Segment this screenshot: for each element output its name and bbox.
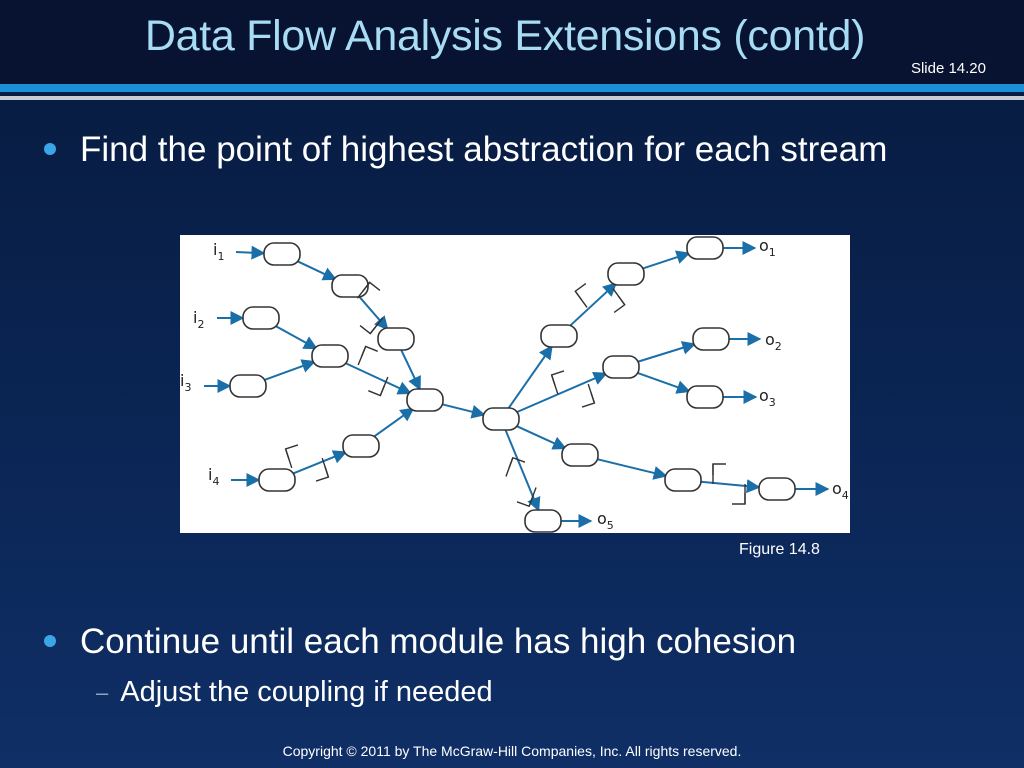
bullet-dot-icon	[44, 634, 56, 647]
flow-arrow-13	[441, 403, 486, 419]
flow-arrow-18	[515, 371, 608, 414]
flow-arrow-1	[235, 245, 266, 260]
flow-arrows	[204, 241, 830, 528]
output-label-2: o2	[765, 330, 782, 353]
flow-arrow-3	[357, 295, 389, 331]
slide-number: Slide 14.20	[910, 60, 986, 77]
process-node-e	[311, 344, 349, 368]
flow-arrow-9	[263, 359, 316, 382]
bracket-4	[574, 283, 626, 313]
process-node-s	[692, 327, 730, 351]
copyright-footer: Copyright © 2011 by The McGraw-Hill Comp…	[282, 743, 742, 759]
sub-bullet-1-text: Adjust the coupling if needed	[120, 676, 493, 708]
flow-arrow-6	[273, 324, 318, 350]
process-node-f	[229, 374, 267, 398]
flow-arrow-23	[515, 424, 567, 450]
flow-arrow-15	[568, 282, 618, 328]
bullet-1: Find the point of highest abstraction fo…	[44, 130, 887, 170]
title-divider-grey	[0, 96, 1024, 100]
bracket-5	[550, 370, 596, 408]
process-node-m	[482, 407, 520, 431]
dash-icon: –	[96, 680, 109, 706]
flow-arrow-12	[372, 407, 415, 439]
input-label-3: i3	[180, 371, 191, 394]
flow-arrow-21	[636, 371, 691, 394]
process-node-a	[263, 242, 301, 266]
flow-arrow-14	[507, 344, 553, 410]
process-node-g	[406, 388, 444, 412]
flow-arrow-24	[596, 458, 668, 480]
flow-arrow-25	[700, 479, 761, 494]
title-divider-blue	[0, 84, 1024, 92]
bracket-1	[356, 281, 384, 335]
figure-14-8: i1 i2 i3 i4 o1 o2 o3 o4 o5	[180, 235, 850, 533]
bullet-2-text: Continue until each module has high cohe…	[80, 622, 797, 661]
process-node-r	[602, 355, 640, 379]
process-node-v	[664, 468, 702, 492]
bracket-3	[284, 444, 330, 482]
bullet-2: Continue until each module has high cohe…	[44, 622, 796, 662]
process-node-w	[758, 477, 796, 501]
process-node-b	[331, 274, 369, 298]
data-flow-diagram: i1 i2 i3 i4 o1 o2 o3 o4 o5	[180, 236, 849, 533]
output-label-1: o1	[759, 236, 776, 259]
input-label-4: i4	[208, 465, 219, 488]
flow-arrow-11	[291, 450, 348, 475]
flow-arrow-2	[295, 259, 338, 281]
process-node-h	[342, 434, 380, 458]
input-label-1: i1	[213, 240, 224, 263]
process-node-c	[377, 327, 415, 351]
process-node-n	[607, 262, 645, 286]
output-label-5: o5	[597, 509, 614, 532]
flow-arrow-16	[641, 250, 691, 270]
flow-arrow-19	[636, 341, 697, 363]
output-label-4: o4	[832, 479, 849, 502]
flow-arrow-4	[400, 349, 421, 391]
bullet-1-text: Find the point of highest abstraction fo…	[80, 130, 888, 169]
figure-caption: Figure 14.8	[739, 541, 820, 558]
process-node-x	[524, 509, 562, 533]
bullet-dot-icon	[44, 142, 56, 155]
bracket-2	[357, 345, 389, 397]
process-node-d	[242, 306, 280, 330]
process-node-t	[686, 385, 724, 409]
sub-bullet-1: –Adjust the coupling if needed	[96, 676, 493, 709]
process-node-p	[686, 236, 724, 260]
bracket-6	[712, 463, 746, 505]
process-nodes	[229, 236, 796, 533]
flow-arrow-27	[504, 429, 541, 512]
process-node-q	[540, 324, 578, 348]
process-node-u	[561, 443, 599, 467]
slide-title: Data Flow Analysis Extensions (contd)	[144, 12, 866, 60]
flow-arrow-7	[343, 361, 412, 395]
input-label-2: i2	[193, 308, 204, 331]
process-node-k	[258, 468, 296, 492]
title-bar	[0, 0, 1024, 84]
output-label-3: o3	[759, 386, 776, 409]
bracket-7	[505, 456, 537, 508]
abstraction-brackets	[284, 281, 746, 508]
